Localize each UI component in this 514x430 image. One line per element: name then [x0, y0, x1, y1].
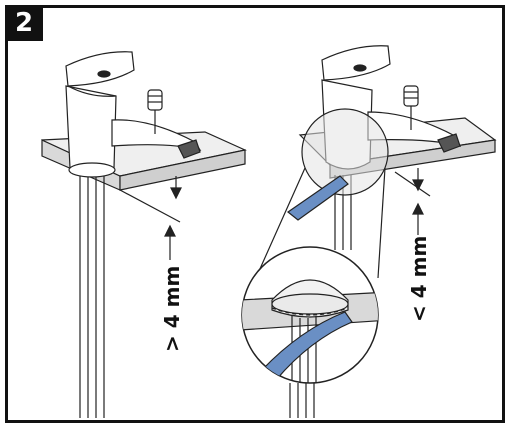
left-faucet-assembly	[41, 51, 247, 418]
left-faucet-body	[65, 85, 117, 176]
right-faucet-assembly	[254, 45, 497, 418]
left-dimension-label: > 4 mm	[160, 266, 184, 352]
magnified-detail	[241, 246, 379, 384]
left-popup-knob	[147, 89, 163, 134]
right-spacer-strip	[286, 175, 349, 221]
magnified-spacer-strip	[261, 311, 353, 381]
left-supply-pipe	[79, 175, 105, 418]
base-callout-circle	[301, 108, 389, 196]
right-dimension-label: < 4 mm	[407, 236, 431, 322]
left-lever-handle	[65, 51, 135, 87]
right-lever-handle	[321, 45, 391, 81]
left-faucet-spout	[111, 119, 202, 151]
step-number-badge: 2	[5, 5, 43, 41]
right-popup-knob	[403, 85, 419, 130]
